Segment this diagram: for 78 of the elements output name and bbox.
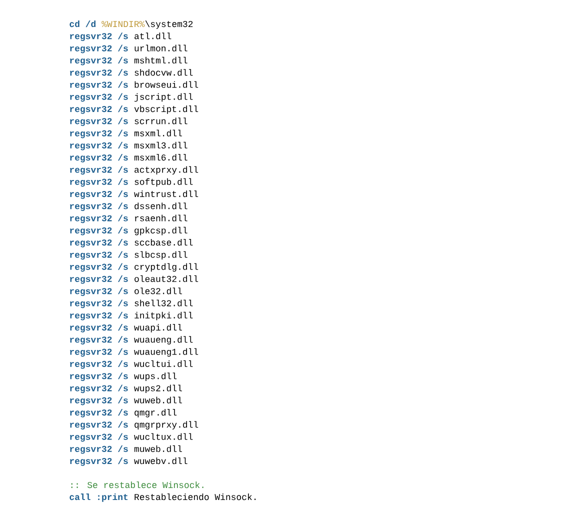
code-text: regsvr32 /s — [70, 275, 128, 284]
code-text: regsvr32 /s — [70, 56, 128, 66]
code-text: regsvr32 /s — [70, 458, 128, 466]
code-text: wintrust.dll — [134, 190, 198, 198]
code-text: regsvr32 /s — [70, 409, 128, 418]
code-text: vbscript.dll — [134, 106, 198, 114]
code-text: regsvr32 /s — [70, 106, 128, 114]
code-text: ole32.dll — [134, 288, 182, 294]
code-text: regsvr32 /s — [70, 214, 128, 224]
code-text: msxml3.dll — [134, 142, 188, 148]
code-text: regsvr32 /s — [70, 360, 128, 369]
code-text: call :print — [70, 494, 128, 502]
code-text: regsvr32 /s — [70, 324, 128, 332]
code-text: regsvr32 /s — [70, 32, 128, 41]
code-text: regsvr32 /s — [70, 288, 128, 296]
code-text: mshtml.dll — [134, 56, 188, 64]
code-text: urlmon.dll — [134, 44, 188, 52]
code-text: regsvr32 /s — [70, 69, 128, 78]
code-text: wups.dll — [134, 372, 177, 381]
code-text: regsvr32 /s — [70, 348, 128, 357]
code-text: msxml.dll — [134, 130, 182, 136]
code-text: regsvr32 /s — [70, 154, 128, 162]
code-text: browseui.dll — [134, 81, 198, 88]
code-text: regsvr32 /s — [70, 445, 128, 454]
code-text: wuaueng.dll — [134, 336, 193, 344]
code-text: wuapi.dll — [134, 324, 182, 332]
code-text: regsvr32 /s — [70, 263, 128, 272]
code-text: scrrun.dll — [134, 118, 188, 124]
code-text: regsvr32 /s — [70, 421, 128, 430]
code-text: dssenh.dll — [134, 202, 188, 210]
code-text: shdocvw.dll — [134, 69, 193, 76]
code-text: sccbase.dll — [134, 239, 193, 246]
code-text: oleaut32.dll — [134, 275, 198, 282]
code-text: regsvr32 /s — [70, 372, 128, 381]
code-text: regsvr32 /s — [70, 81, 128, 90]
code-text: msxml6.dll — [134, 154, 188, 161]
code-text: regsvr32 /s — [70, 336, 128, 344]
code-text: cd /d — [70, 20, 96, 28]
code-text: rsaenh.dll — [135, 214, 188, 222]
code-text: Restableciendo Winsock. — [134, 494, 256, 500]
code-text: wucltui.dll — [134, 360, 193, 367]
code-text: regsvr32 /s — [70, 226, 128, 236]
code-text: regsvr32 /s — [70, 44, 128, 54]
code-text: %WINDIR% — [102, 21, 145, 28]
code-text: regsvr32 /s — [70, 202, 128, 211]
code-text: qmgr.dll — [134, 409, 177, 418]
code-text: wuwebv.dll — [134, 458, 188, 464]
code-text: regsvr32 /s — [70, 93, 128, 102]
code-text: regsvr32 /s — [70, 166, 128, 175]
code-text: atl.dll — [134, 32, 172, 40]
code-text: regsvr32 /s — [70, 142, 128, 150]
code-text: jscript.dll — [134, 93, 193, 102]
code-text: cryptdlg.dll — [134, 263, 198, 272]
code-text: muweb.dll — [134, 445, 182, 452]
code-text: wuaueng1.dll — [134, 348, 198, 357]
code-text: regsvr32 /s — [70, 396, 128, 406]
code-text: wucltux.dll — [134, 433, 193, 440]
code-text: regsvr32 /s — [70, 384, 128, 394]
code-text: wuweb.dll — [134, 396, 182, 404]
code-text: regsvr32 /s — [70, 433, 128, 442]
code-text: regsvr32 /s — [70, 239, 128, 248]
code-text: softpub.dll — [134, 178, 193, 187]
code-text: :: Se restablece Winsock. — [71, 482, 204, 488]
code-text: slbcsp.dll — [134, 251, 188, 260]
code-text: gpkcsp.dll — [134, 226, 188, 236]
code-text: regsvr32 /s — [70, 178, 128, 187]
code-text: wups2.dll — [134, 384, 182, 394]
code-text: regsvr32 /s — [70, 130, 128, 138]
code-text: regsvr32 /s — [70, 300, 128, 308]
code-text: actxprxy.dll — [134, 166, 198, 175]
code-text: shell32.dll — [134, 300, 193, 306]
code-text: regsvr32 /s — [70, 118, 128, 126]
code-text: \system32 — [145, 20, 193, 29]
code-text: initpki.dll — [134, 312, 193, 320]
code-text: regsvr32 /s — [70, 312, 128, 320]
code-text: regsvr32 /s — [70, 190, 128, 199]
code-text: regsvr32 /s — [70, 251, 128, 260]
code-text: qmgrprxy.dll — [134, 421, 198, 430]
